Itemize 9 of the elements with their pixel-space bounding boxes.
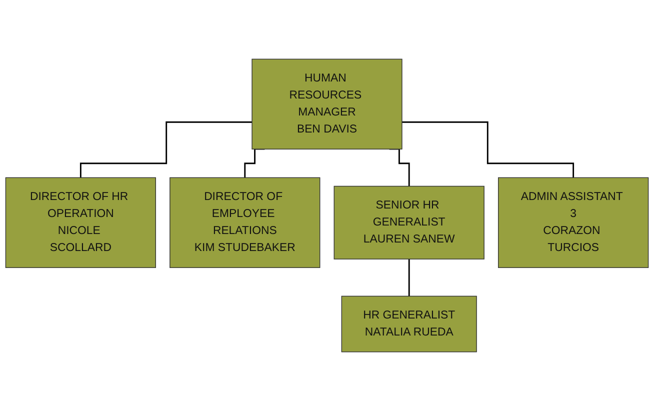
node-box: HUMAN RESOURCES MANAGER BEN DAVIS [252, 58, 402, 150]
node-box: SENIOR HR GENERALIST LAUREN SANEW [334, 186, 484, 260]
node-box: HR GENERALIST NATALIA RUEDA [341, 296, 477, 352]
connector [402, 121, 574, 178]
node-box: DIRECTOR OF EMPLOYEE RELATIONS KIM STUDEBAKER [170, 177, 320, 268]
node-box: ADMIN ASSISTANT 3 CORAZON TURCIOS [498, 177, 649, 268]
node-box: DIRECTOR OF HR OPERATION NICOLE SCOLLARD [5, 177, 156, 268]
connector [80, 121, 252, 178]
connector [408, 258, 410, 297]
